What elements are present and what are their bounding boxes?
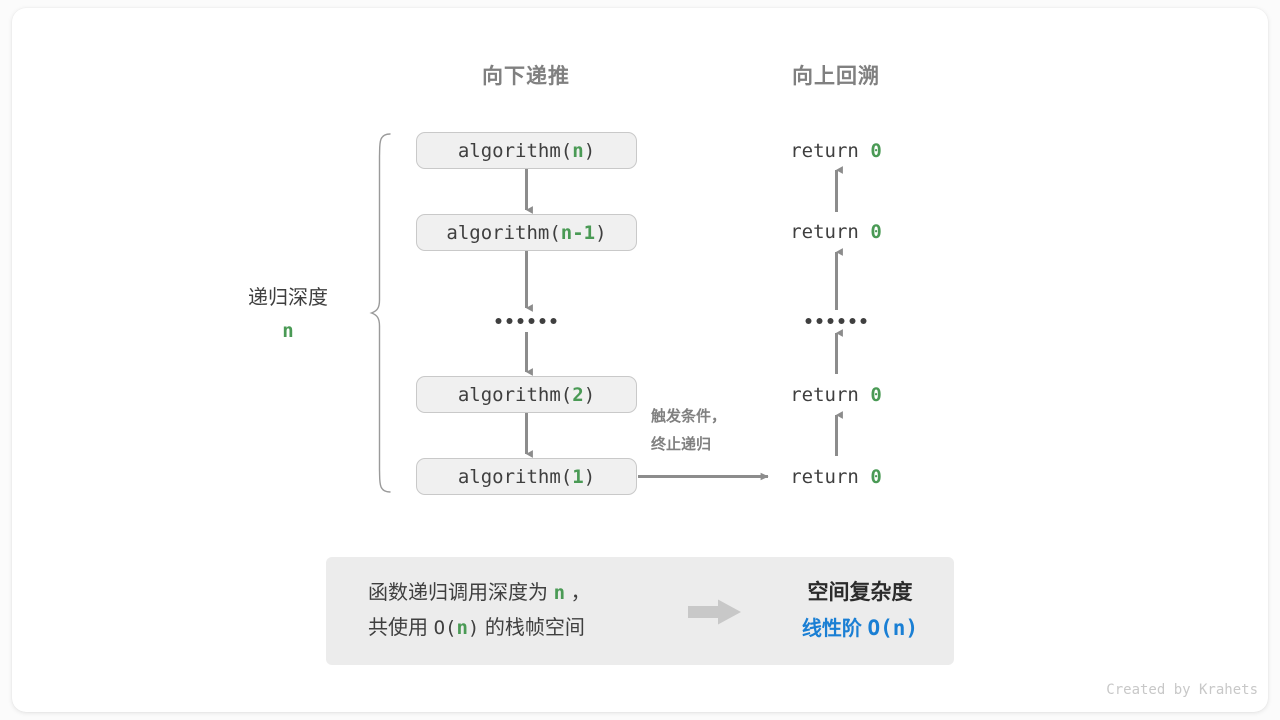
call-text-suffix: ) [595,221,607,244]
call-text-prefix: algorithm( [446,221,561,244]
call-text-prefix: algorithm( [457,139,573,162]
summary-line-2: 共使用 O(n) 的栈帧空间 [368,611,591,646]
return-value: 0 [870,140,882,162]
summary-line-1-a: 函数递归调用深度为 [368,582,554,604]
call-box-1: algorithm(1) [416,458,637,495]
return-keyword: return [790,140,871,162]
call-box-n: algorithm(n) [416,132,637,169]
return-value: 0 [870,466,882,488]
call-text-arg: n-1 [560,221,596,244]
summary-line-2-n: n [456,617,468,639]
summary-line-1: 函数递归调用深度为 n ， [368,576,591,611]
dot [816,318,823,324]
depth-brace [369,133,391,493]
call-text-prefix: algorithm( [457,383,573,406]
call-text-arg: 1 [572,465,584,488]
dot [506,318,513,324]
summary-result: 空间复杂度 线性阶 O(n) [766,576,954,647]
heading-upward-backtrack: 向上回溯 [792,65,880,88]
summary-line-2-b: 的栈帧空间 [479,617,585,639]
summary-result-value: 线性阶 O(n) [766,610,954,647]
dot [860,318,867,324]
recursion-depth-label: 递归深度 n [248,281,328,342]
summary-panel: 函数递归调用深度为 n ， 共使用 O(n) 的栈帧空间 空间复杂度 线性阶 O… [326,557,954,665]
summary-result-value-mono: O(n) [867,616,919,640]
credit-text: Created by Krahets [1106,682,1258,698]
dot [517,318,524,324]
call-text-suffix: ) [583,139,596,162]
call-text-arg: 2 [572,383,584,406]
summary-arrow-icon [688,599,741,625]
call-text-prefix: algorithm( [457,465,573,488]
return-keyword: return [790,466,871,488]
return-keyword: return [790,384,871,406]
dot [838,318,845,324]
summary-line-2-a: 共使用 [368,617,434,639]
summary-description: 函数递归调用深度为 n ， 共使用 O(n) 的栈帧空间 [368,576,591,646]
dot [550,318,557,324]
call-box-2: algorithm(2) [416,376,637,413]
return-label-2: return 0 [790,221,882,243]
trigger-note-line-1: 触发条件， [651,408,727,425]
return-keyword: return [790,221,871,243]
dot [528,318,535,324]
recursion-depth-text: 递归深度 [248,287,328,309]
summary-bigo-open: O( [433,617,457,639]
summary-result-title: 空间复杂度 [807,581,913,604]
summary-result-value-text: 线性阶 [801,618,868,640]
ellipsis-dots-right [805,318,867,324]
call-text-arg: n [572,139,584,162]
summary-line-1-n: n [553,582,566,604]
trigger-condition-note: 触发条件， 终止递归 [651,403,726,459]
summary-line-1-b: ， [565,582,591,604]
dot [827,318,834,324]
summary-bigo-close: ) [467,617,480,639]
call-box-n-minus-1: algorithm(n-1) [416,214,637,251]
return-label-1: return 0 [790,140,882,162]
return-label-4: return 0 [790,466,882,488]
heading-downward-recursion: 向下递推 [482,65,570,88]
dot [805,318,812,324]
trigger-note-line-2: 终止递归 [651,436,712,453]
dot [539,318,546,324]
call-text-suffix: ) [583,383,596,406]
dot [495,318,502,324]
dot [849,318,856,324]
ellipsis-dots-left [495,318,557,324]
return-label-3: return 0 [790,384,882,406]
call-text-suffix: ) [583,465,596,488]
return-value: 0 [870,221,882,243]
recursion-depth-value: n [282,320,294,342]
return-value: 0 [870,384,882,406]
